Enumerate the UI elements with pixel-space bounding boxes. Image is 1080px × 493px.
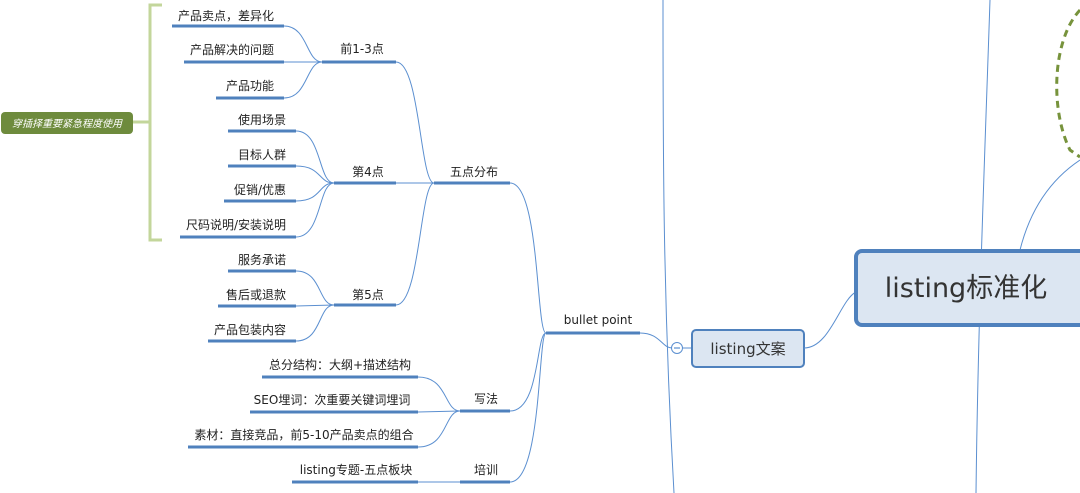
connector — [509, 182, 547, 334]
priority-bracket — [148, 3, 162, 242]
scenario-item-1[interactable]: 使用场景 — [238, 112, 286, 127]
left-vertical-line — [662, 0, 675, 493]
writing-label[interactable]: 写法 — [474, 392, 498, 406]
feature-item-2[interactable]: 产品解决的问题 — [190, 42, 274, 57]
connector — [803, 291, 857, 349]
connector — [295, 182, 335, 238]
group-label-top3[interactable]: 前1-3点 — [340, 41, 384, 56]
dashed-relation-curve — [1055, 8, 1080, 159]
connector — [283, 25, 323, 63]
service-item-2[interactable]: 售后或退款 — [226, 287, 286, 302]
priority-note-label: 穿插择重要紧急程度使用 — [12, 118, 123, 130]
connector — [295, 304, 335, 342]
writing-item-1[interactable]: 总分结构：大纲+描述结构 — [269, 357, 411, 372]
scenario-item-3[interactable]: 促销/优惠 — [234, 183, 286, 197]
service-item-3[interactable]: 产品包装内容 — [214, 322, 286, 337]
right-vertical-line — [975, 0, 991, 493]
writing-item-3[interactable]: 素材：直接竞品，前5-10产品卖点的组合 — [194, 427, 413, 442]
priority-note-box[interactable] — [1, 112, 133, 134]
connector — [283, 61, 323, 99]
feature-item-3[interactable]: 产品功能 — [226, 79, 274, 93]
scenario-item-2[interactable]: 目标人群 — [238, 148, 286, 162]
writing-item-2[interactable]: SEO埋词：次重要关键词埋词 — [254, 393, 411, 407]
connector — [417, 410, 461, 413]
central-node[interactable] — [854, 249, 1080, 327]
group-label-p4[interactable]: 第4点 — [352, 165, 384, 179]
connector — [295, 165, 335, 184]
group-label-p5[interactable]: 第5点 — [352, 288, 384, 302]
connector — [395, 182, 435, 306]
training-label[interactable]: 培训 — [474, 462, 498, 477]
connector — [295, 130, 335, 184]
central-title: listing标准化 — [885, 273, 1047, 304]
bullet-point-label[interactable]: bullet point — [564, 313, 633, 327]
connector — [417, 410, 461, 448]
connector — [509, 332, 547, 483]
listing-copy-label: listing文案 — [710, 340, 785, 358]
connector — [295, 270, 335, 306]
connector — [395, 61, 435, 184]
training-item-1[interactable]: listing专题-五点板块 — [300, 462, 413, 477]
feature-item-1[interactable]: 产品卖点，差异化 — [178, 9, 274, 23]
connector — [639, 332, 673, 349]
connector — [1019, 159, 1080, 251]
scenario-item-4[interactable]: 尺码说明/安装说明 — [186, 217, 286, 232]
five-points-label[interactable]: 五点分布 — [450, 165, 498, 179]
connector — [417, 376, 461, 412]
connector — [509, 332, 547, 412]
connector — [295, 304, 335, 307]
service-item-1[interactable]: 服务承诺 — [238, 252, 286, 267]
